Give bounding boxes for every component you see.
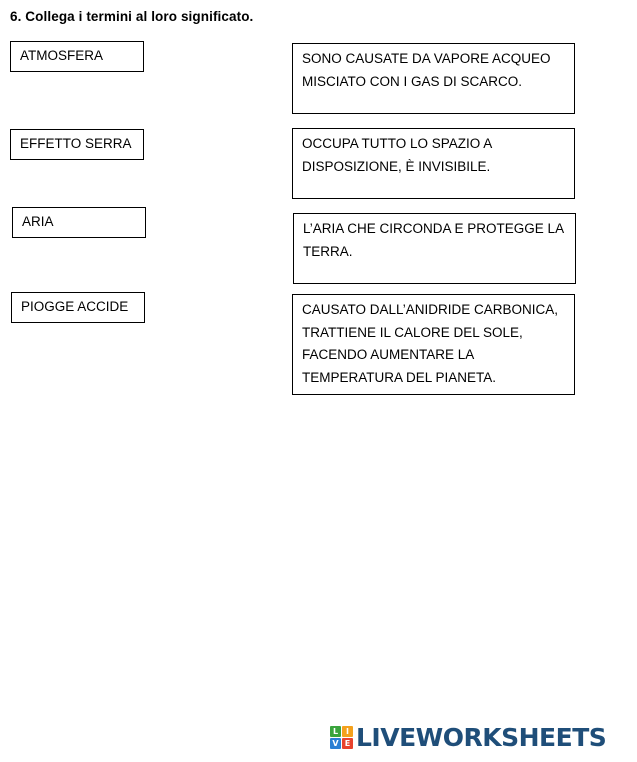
definition-line: TERRA.	[303, 243, 353, 259]
logo-letter-e: E	[342, 737, 353, 749]
exercise-title: 6. Collega i termini al loro significato…	[10, 9, 254, 24]
live-logo-icon: L I V E	[330, 725, 353, 749]
definition-line: CAUSATO DALL’ANIDRIDE CARBONICA,	[302, 302, 559, 317]
definition-line: TEMPERATURA DEL PIANETA.	[302, 369, 497, 385]
brand-wordmark: LIVEWORKSHEETS	[356, 722, 607, 752]
definition-box-4[interactable]: CAUSATO DALL’ANIDRIDE CARBONICA, TRATTIE…	[292, 294, 575, 395]
definition-line: DISPOSIZIONE, È INVISIBILE.	[302, 158, 491, 174]
definition-line: OCCUPA TUTTO LO SPAZIO A	[302, 136, 493, 151]
term-atmosfera[interactable]: ATMOSFERA	[10, 41, 144, 72]
logo-letter-l: L	[330, 725, 341, 737]
logo-letter-v: V	[330, 737, 341, 749]
definition-line: TRATTIENE IL CALORE DEL SOLE,	[302, 324, 523, 340]
term-aria[interactable]: ARIA	[12, 207, 146, 238]
term-effetto-serra[interactable]: EFFETTO SERRA	[10, 129, 144, 160]
definition-box-3[interactable]: L’ARIA CHE CIRCONDA E PROTEGGE LA TERRA.	[293, 213, 576, 284]
term-piogge-accide[interactable]: PIOGGE ACCIDE	[11, 292, 145, 323]
definition-line: MISCIATO CON I GAS DI SCARCO.	[302, 73, 523, 89]
definition-line: FACENDO AUMENTARE LA	[302, 347, 475, 362]
definition-line: SONO CAUSATE DA VAPORE ACQUEO	[302, 51, 551, 66]
liveworksheets-logo: L I V E LIVEWORKSHEETS	[330, 721, 607, 753]
definition-line: L’ARIA CHE CIRCONDA E PROTEGGE LA	[303, 221, 565, 236]
logo-letter-i: I	[342, 725, 353, 737]
definition-box-2[interactable]: OCCUPA TUTTO LO SPAZIO A DISPOSIZIONE, È…	[292, 128, 575, 199]
definition-box-1[interactable]: SONO CAUSATE DA VAPORE ACQUEO MISCIATO C…	[292, 43, 575, 114]
